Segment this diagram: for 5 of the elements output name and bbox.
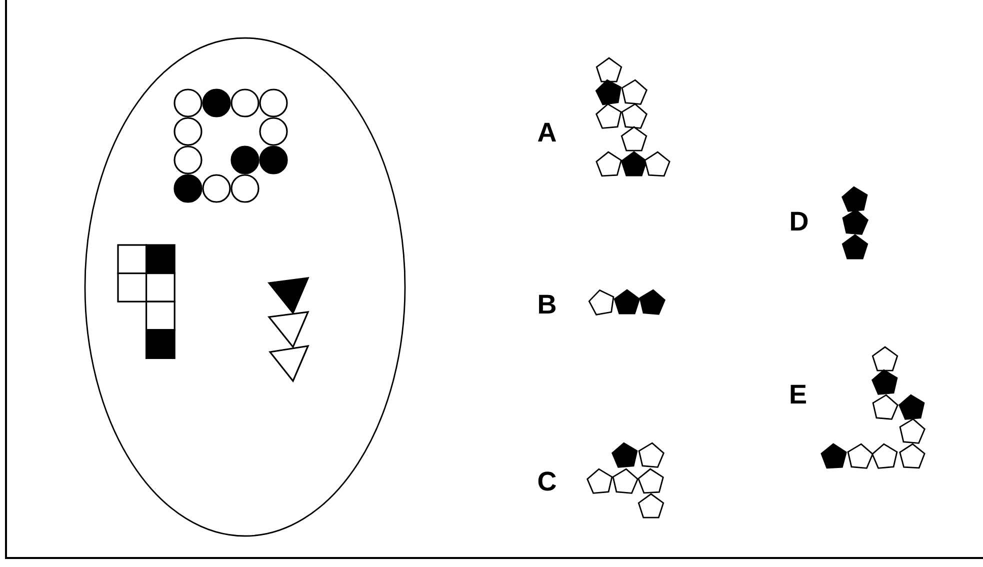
option-letter: B <box>537 292 557 318</box>
option-letter: D <box>789 208 809 236</box>
option-letter: C <box>537 468 557 496</box>
option-letter: E <box>789 382 807 408</box>
option-letter: A <box>537 120 557 146</box>
